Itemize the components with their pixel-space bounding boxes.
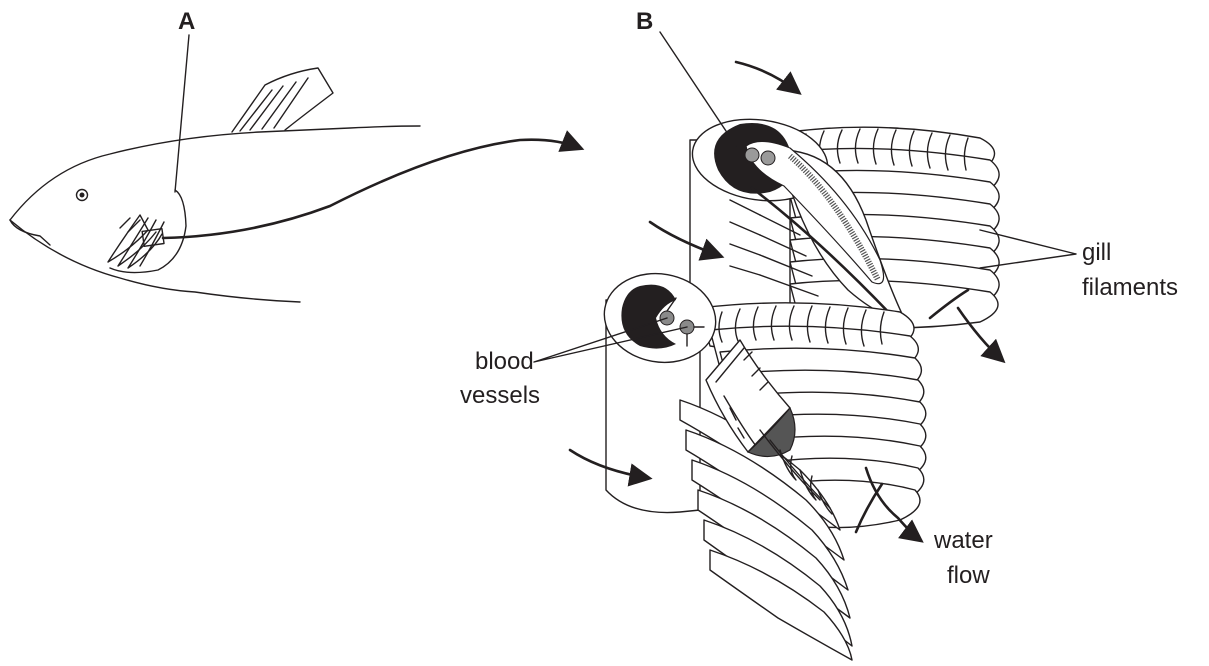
- label-b-pointer: [660, 32, 736, 146]
- upper-blood-vessel-1: [745, 148, 759, 162]
- label-flow-line-2: flow: [947, 562, 990, 589]
- upper-blood-vessel-2: [761, 151, 775, 165]
- label-gill-line-1: gill: [1082, 239, 1111, 266]
- fish-gill-arches: [108, 215, 164, 268]
- label-filaments-line-2: filaments: [1082, 274, 1178, 301]
- label-blood-line-1: blood: [475, 348, 534, 375]
- label-water-line-1: water: [933, 527, 993, 554]
- label-a: A: [178, 8, 195, 35]
- label-b: B: [636, 8, 653, 35]
- label-vessels-line-2: vessels: [460, 382, 540, 409]
- fish-outline: [10, 68, 420, 302]
- label-a-pointer: [175, 35, 189, 192]
- magnification-arrow: [163, 140, 580, 238]
